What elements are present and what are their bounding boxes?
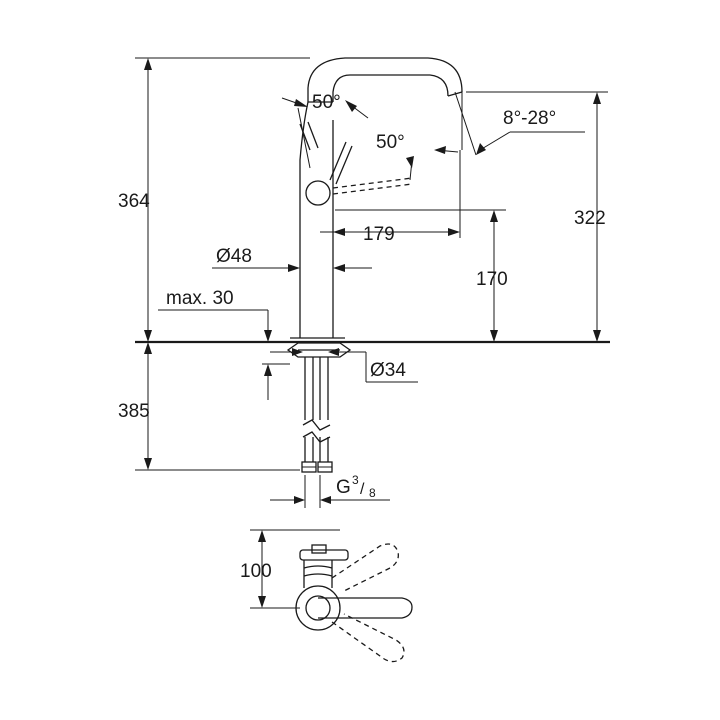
lever-pivot	[305, 180, 331, 206]
label-handle-offset: 100	[240, 561, 272, 582]
label-total-height: 364	[118, 191, 150, 212]
label-connection-num: 3	[352, 473, 359, 487]
label-connection-g: G	[336, 477, 351, 498]
label-spout-angle: 8°-28°	[503, 108, 556, 129]
label-lever-angle-up: 50°	[312, 92, 341, 113]
dimension-lines	[135, 57, 608, 508]
faucet-top-view	[250, 529, 413, 663]
label-outlet-height: 170	[476, 269, 508, 290]
label-reach: 179	[363, 224, 395, 245]
label-lever-angle-side: 50°	[376, 132, 405, 153]
label-connection-den: 8	[369, 486, 376, 500]
label-connection-slash: /	[360, 481, 365, 498]
deck-mounting	[135, 340, 610, 473]
label-max-deck: max. 30	[166, 288, 234, 309]
label-connection: G 3 / 8	[336, 473, 376, 500]
label-hose-length: 385	[118, 401, 150, 422]
label-hole-diameter: Ø34	[370, 360, 406, 381]
label-body-diameter: Ø48	[216, 246, 252, 267]
faucet-side-view	[290, 57, 463, 339]
label-spout-height: 322	[574, 208, 606, 229]
dimension-labels: 364 385 322 8°-28° 179 170 Ø48 max. 30 Ø…	[118, 92, 606, 582]
